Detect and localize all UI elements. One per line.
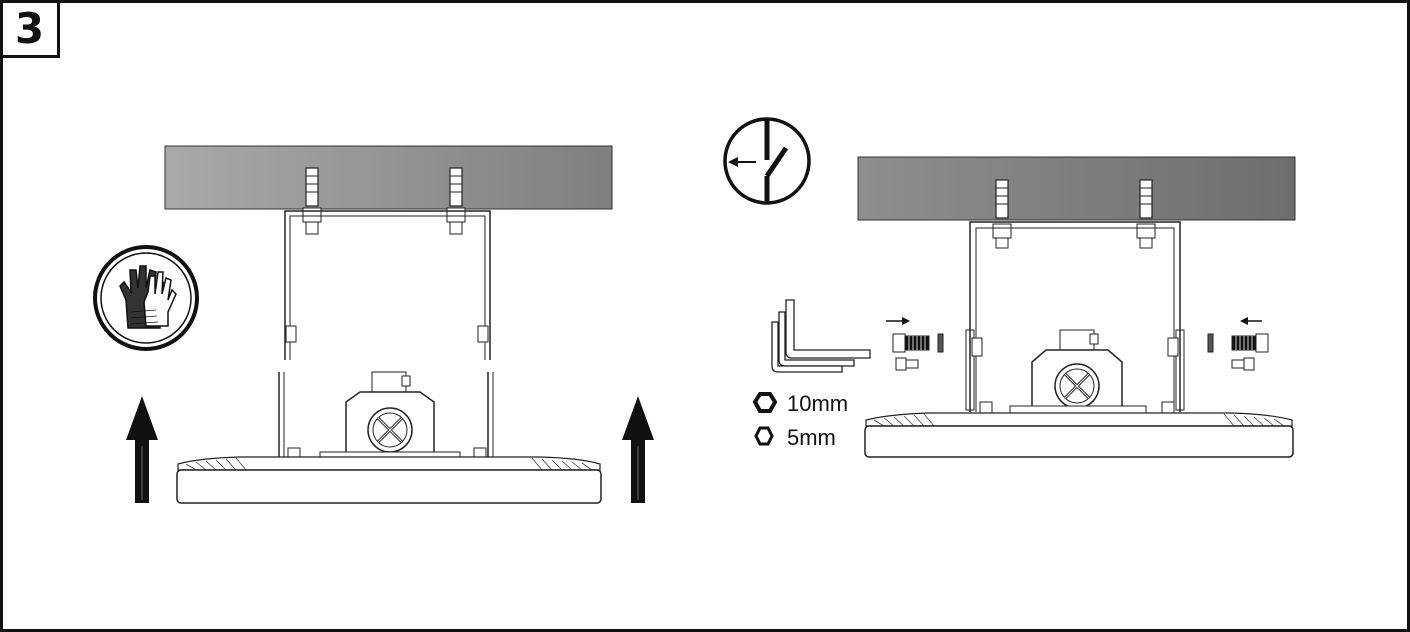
anchor-bolt [302, 167, 322, 235]
anchor-bolt [1136, 179, 1156, 249]
ceiling-block [164, 145, 613, 210]
bolt-assembly-right [1207, 317, 1269, 371]
anchor-bolt [992, 179, 1012, 249]
bolt-assembly-left [886, 317, 944, 371]
hex-nut-small-icon [754, 426, 774, 446]
ceiling-block [857, 156, 1296, 221]
mounting-bracket [284, 210, 491, 360]
mounting-bracket [969, 221, 1181, 412]
left-scene [93, 145, 654, 504]
gloves-icon [93, 245, 199, 351]
allen-key-icon [771, 299, 871, 373]
step-number-box: 3 [2, 2, 60, 58]
up-arrow-icon [622, 396, 654, 503]
high-bay-lamp [176, 371, 602, 504]
high-bay-lamp [864, 329, 1294, 458]
power-switch-off-icon [723, 117, 811, 205]
right-scene [723, 117, 1296, 458]
hex-size-label: 10mm [787, 391, 849, 416]
step-number: 3 [14, 3, 45, 53]
hex-nut-large-icon [752, 392, 778, 413]
up-arrow-icon [126, 396, 158, 503]
anchor-bolt [446, 167, 466, 235]
hex-size-label: 5mm [787, 425, 836, 450]
